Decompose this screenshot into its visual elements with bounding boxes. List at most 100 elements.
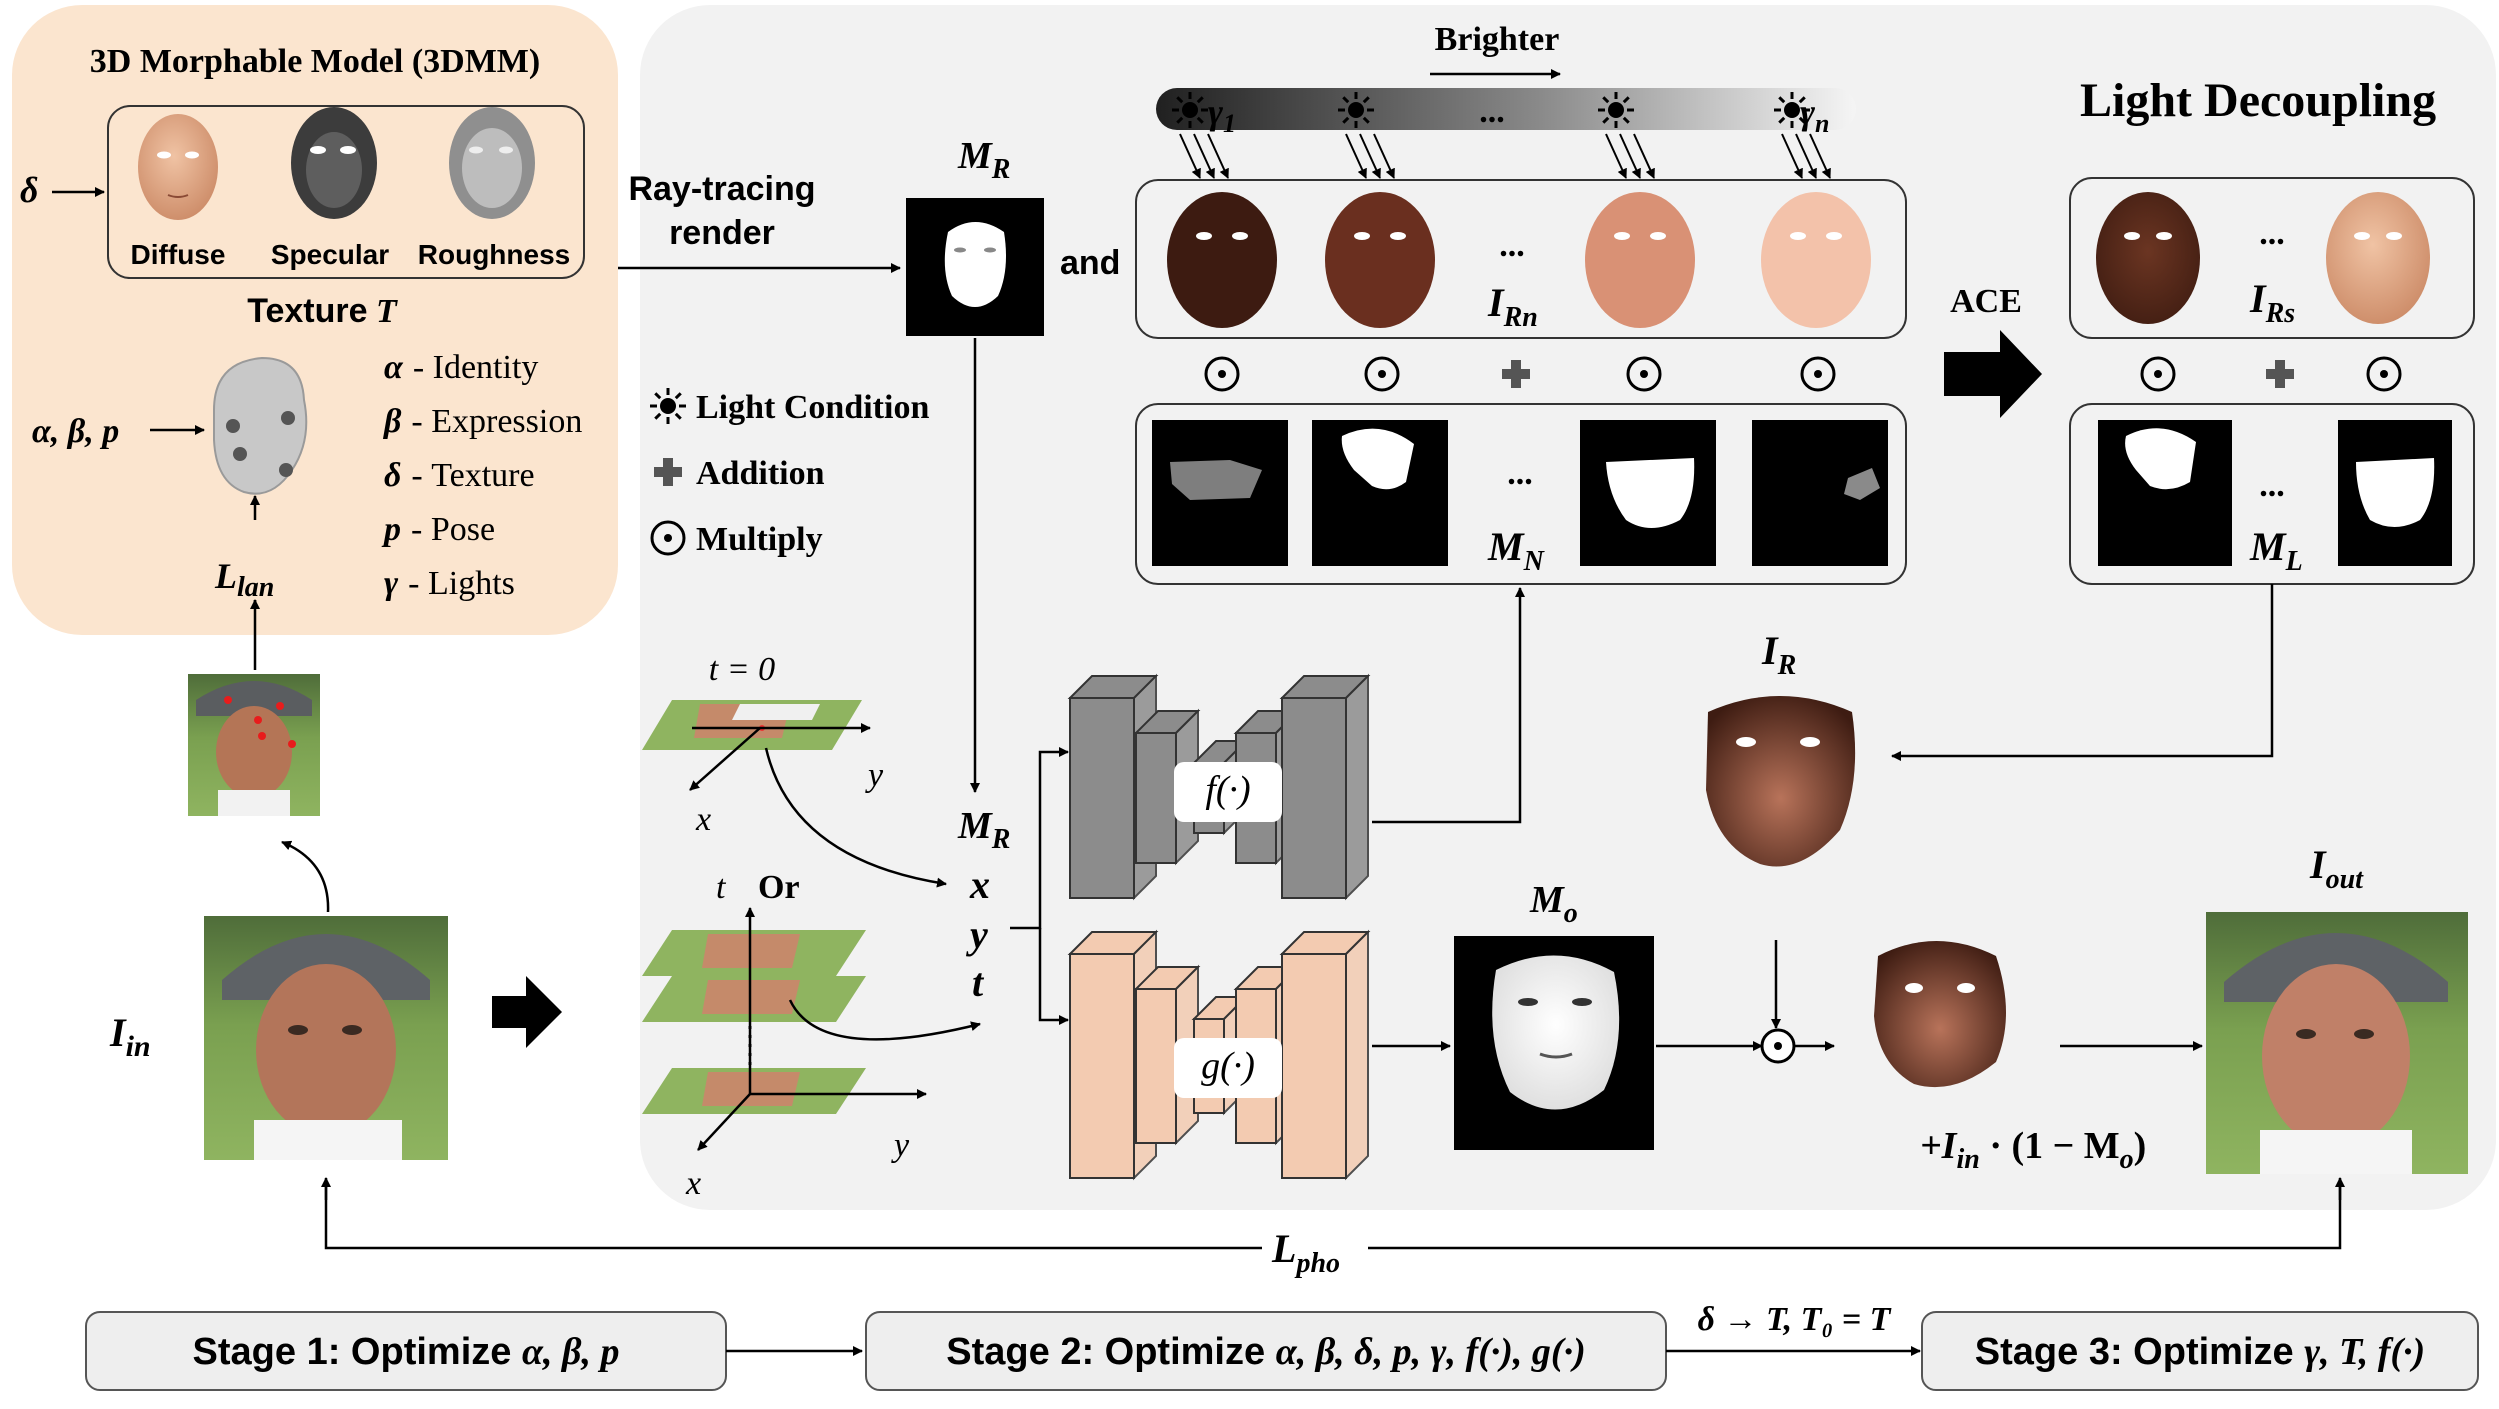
stage-flow-arrow bbox=[492, 976, 562, 1048]
ray-arrow bbox=[1619, 133, 1641, 179]
gamma-last-label: γn bbox=[1800, 92, 1829, 138]
ray-arrow bbox=[1633, 133, 1655, 179]
render-mask-image bbox=[906, 198, 1044, 336]
input-to-landmark-arrow bbox=[281, 840, 330, 913]
mask-ellipsis: ... bbox=[1507, 455, 1533, 492]
texture-map-label-roughness: Roughness bbox=[418, 239, 570, 270]
multiply-icon bbox=[1364, 356, 1400, 392]
stage-params: α, β, p bbox=[522, 1331, 620, 1373]
texture-map-label-specular: Specular bbox=[271, 239, 389, 270]
single-y-label: y bbox=[865, 757, 884, 794]
decoupling-to-relit-arrow bbox=[1891, 584, 2274, 761]
input-photo bbox=[204, 916, 448, 1160]
rendered-faces-box bbox=[1135, 179, 1907, 339]
or-label: Or bbox=[758, 869, 800, 906]
specular-map-face bbox=[291, 107, 377, 219]
network-input-x: x bbox=[969, 862, 990, 907]
ray-arrow bbox=[1207, 133, 1229, 179]
multiply-node bbox=[1760, 1028, 1796, 1064]
single-x-label: x bbox=[695, 801, 711, 838]
legend-label: Addition bbox=[696, 455, 825, 492]
selected-masks bbox=[2098, 420, 2452, 566]
ray-arrow bbox=[1359, 133, 1381, 179]
param-label: - Texture bbox=[411, 457, 534, 494]
3dmm-mesh-head bbox=[213, 356, 308, 495]
ray-arrow bbox=[1605, 133, 1627, 179]
network-layer bbox=[1069, 953, 1135, 1179]
addition-icon bbox=[1502, 360, 1530, 388]
render-label-line2: render bbox=[669, 214, 775, 252]
ace-arrow bbox=[1944, 330, 2042, 418]
single-x-axis bbox=[689, 727, 761, 791]
light-conditions-row bbox=[1172, 92, 1810, 128]
f-network-label-box bbox=[1174, 762, 1282, 822]
multiply-icon bbox=[2366, 356, 2402, 392]
network-input-mask: MR bbox=[957, 805, 1010, 855]
light-ellipsis: ... bbox=[1479, 93, 1505, 130]
addition-icon bbox=[2266, 360, 2294, 388]
occlusion-mask-label: Mo bbox=[1529, 879, 1578, 929]
light-gradient-bar bbox=[1156, 88, 1856, 130]
frame-stack-arrow bbox=[788, 999, 981, 1041]
and-label: and bbox=[1060, 244, 1120, 282]
g-network-label-box bbox=[1174, 1038, 1282, 1098]
relit-label: IR bbox=[1761, 628, 1796, 681]
f-to-masks-arrow bbox=[1372, 587, 1525, 824]
stage-3-label: Stage 3: Optimize γ, T, f(·) bbox=[1975, 1331, 2425, 1373]
time-zero-label: t = 0 bbox=[709, 651, 775, 688]
selected-renders-box bbox=[2069, 177, 2475, 339]
photometric-loss-bg bbox=[1262, 1226, 1368, 1276]
param-label: - Lights bbox=[408, 565, 515, 602]
decoupling-title: Light Decoupling bbox=[2080, 74, 2436, 127]
selected-ellipsis: ... bbox=[2259, 215, 2285, 252]
selected-renders bbox=[2096, 192, 2430, 324]
masked-relit-face bbox=[1874, 941, 2006, 1088]
network-layer bbox=[1135, 988, 1177, 1144]
decoupling-operator-row bbox=[2140, 356, 2402, 392]
render-label-line1: Ray-tracing bbox=[628, 170, 815, 208]
stage-1-label: Stage 1: Optimize α, β, p bbox=[193, 1331, 620, 1373]
light-masks-label: MN bbox=[1487, 524, 1546, 577]
param-label: - Pose bbox=[411, 511, 495, 548]
main-panel bbox=[640, 5, 2496, 1210]
stage-3-box bbox=[1921, 1311, 2479, 1391]
multiply-icon bbox=[1204, 356, 1240, 392]
stage-2-label: Stage 2: Optimize α, β, δ, p, γ, f(·), g… bbox=[946, 1331, 1585, 1373]
sun-icon bbox=[1598, 92, 1634, 128]
rendered-set-label: IRn bbox=[1487, 280, 1538, 333]
rendered-faces bbox=[1167, 192, 1871, 328]
stage-title: Stage 1: Optimize bbox=[193, 1331, 522, 1373]
ray-arrow bbox=[1193, 133, 1215, 179]
occlusion-mask-image bbox=[1454, 936, 1654, 1150]
stack-y-label: y bbox=[891, 1127, 910, 1164]
sun-icon bbox=[1172, 92, 1208, 128]
network-input-t: t bbox=[972, 960, 985, 1005]
f-network-label: f(·) bbox=[1205, 769, 1250, 811]
legend-label: Multiply bbox=[696, 521, 823, 558]
selected-masks-label: ML bbox=[2249, 524, 2303, 577]
network-layer bbox=[1135, 732, 1177, 864]
model-panel-title: 3D Morphable Model (3DMM) bbox=[90, 43, 540, 80]
output-photo bbox=[2206, 912, 2468, 1174]
input-to-g-arrow bbox=[1038, 928, 1069, 1025]
stack-x-axis bbox=[697, 1093, 751, 1151]
stage-title: Stage 2: Optimize bbox=[946, 1331, 1275, 1373]
param-item: δ- Texture bbox=[384, 457, 535, 494]
param-label: - Identity bbox=[413, 349, 539, 386]
gamma-first-label: γ1 bbox=[1208, 92, 1236, 138]
single-frame-plane bbox=[642, 700, 862, 750]
addition-icon bbox=[654, 458, 682, 486]
sun-icon bbox=[1338, 92, 1374, 128]
light-ray-arrows bbox=[1179, 133, 1831, 179]
rendered-ellipsis: ... bbox=[1499, 227, 1525, 264]
input-to-f-arrow bbox=[1010, 747, 1069, 930]
texture-map-label-diffuse: Diffuse bbox=[131, 239, 226, 270]
ray-arrow bbox=[1345, 133, 1367, 179]
texture-label: Texture T bbox=[247, 292, 398, 330]
network-layer bbox=[1281, 697, 1347, 899]
multiply-icon bbox=[650, 520, 686, 556]
stage-transition-label: δ → T, T₀ = T bbox=[1698, 1301, 1892, 1338]
